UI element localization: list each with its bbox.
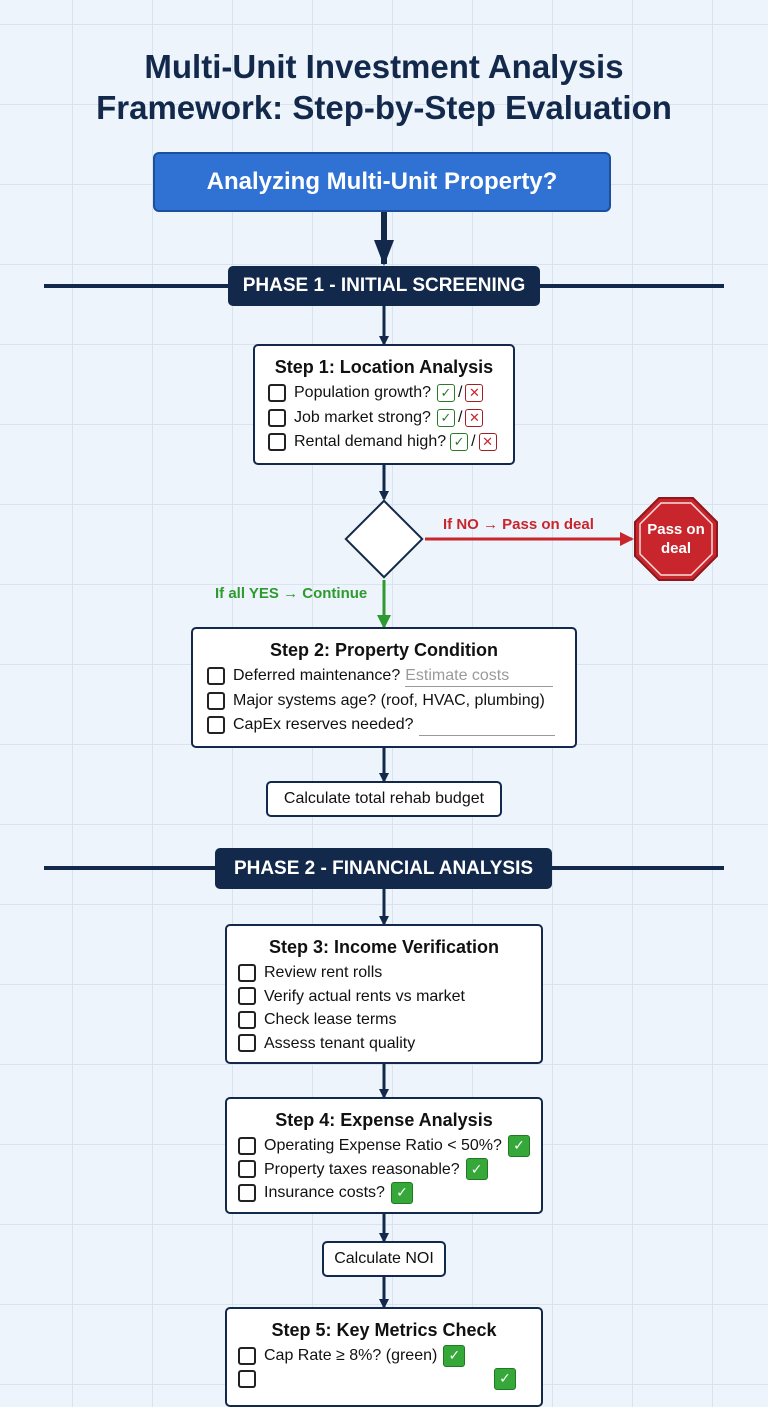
pass-on-deal-node: Pass on deal: [635, 498, 717, 580]
step2-item-label: Major systems age? (roof, HVAC, plumbing…: [233, 691, 545, 709]
checkbox[interactable]: [238, 1160, 256, 1179]
checkbox[interactable]: [238, 1369, 256, 1388]
page-title: Multi-Unit Investment Analysis Framework…: [0, 46, 768, 128]
checkbox[interactable]: [268, 408, 286, 427]
step4-item-label: Operating Expense Ratio < 50%?: [264, 1137, 502, 1154]
calc-rehab-node: Calculate total rehab budget: [266, 781, 502, 817]
step3-item: Assess tenant quality: [238, 1032, 541, 1056]
step4-item: Operating Expense Ratio < 50%? ✓: [238, 1134, 541, 1158]
capex-field[interactable]: [418, 715, 555, 736]
checkbox[interactable]: [238, 987, 256, 1006]
yes-branch-label: If all YES → Continue: [215, 585, 368, 602]
checkbox[interactable]: [238, 1034, 256, 1053]
x-icon: ✕: [465, 408, 484, 427]
phase1-label: PHASE 1 - INITIAL SCREENING: [228, 266, 540, 306]
step4-item-label: Property taxes reasonable?: [264, 1160, 460, 1178]
step4-title: Step 4: Expense Analysis: [275, 1110, 493, 1130]
step1-item: Job market strong? ✓/✕: [268, 406, 513, 431]
checkbox[interactable]: [238, 1010, 256, 1029]
stop-sign-icon: [634, 497, 718, 581]
step3-title: Step 3: Income Verification: [268, 937, 500, 957]
step5-item-partial: ✓: [238, 1367, 541, 1390]
checkbox[interactable]: [238, 1136, 256, 1155]
checkbox[interactable]: [268, 433, 286, 452]
step1-item-label: Population growth?: [294, 384, 431, 401]
step5-title: Step 5: Key Metrics Check: [271, 1320, 497, 1340]
title-line-1: Multi-Unit Investment Analysis: [144, 48, 624, 85]
slash-separator: /: [457, 408, 463, 426]
slash-separator: /: [471, 433, 476, 450]
step2-item: Deferred maintenance? Estimate costs: [207, 664, 575, 689]
step3-item-label: Assess tenant quality: [264, 1034, 416, 1052]
step1-item-label: Job market strong?: [294, 408, 431, 426]
checkbox[interactable]: [238, 1183, 256, 1202]
check-icon: ✓: [436, 384, 455, 403]
green-check-icon: ✓: [465, 1158, 488, 1181]
checkbox[interactable]: [268, 384, 286, 403]
step1-item: Rental demand high? ✓/✕: [268, 430, 513, 455]
step4-item: Property taxes reasonable? ✓: [238, 1158, 541, 1182]
step3-box: Step 3: Income Verification Review rent …: [225, 924, 543, 1064]
step2-item: CapEx reserves needed?: [207, 713, 575, 738]
step3-item: Review rent rolls: [238, 961, 541, 985]
step4-item: Insurance costs? ✓: [238, 1181, 541, 1205]
step3-item: Check lease terms: [238, 1008, 541, 1032]
x-icon: ✕: [465, 384, 484, 403]
step3-item-label: Review rent rolls: [264, 964, 383, 981]
title-line-2: Framework: Step-by-Step Evaluation: [96, 89, 672, 126]
stop-text-line-1: Pass on: [647, 521, 705, 538]
step4-item-label: Insurance costs?: [264, 1184, 385, 1201]
flow-connectors: [44, 212, 724, 1309]
green-check-icon: ✓: [390, 1181, 413, 1204]
step1-item-label: Rental demand high?: [294, 433, 447, 450]
step1-box: Step 1: Location Analysis Population gro…: [253, 344, 515, 465]
step5-item: Cap Rate ≥ 8%? (green) ✓: [238, 1344, 541, 1368]
step3-item-label: Verify actual rents vs market: [264, 987, 465, 1005]
checkbox[interactable]: [238, 1346, 256, 1365]
x-icon: ✕: [478, 433, 497, 452]
checkbox[interactable]: [207, 716, 225, 735]
step1-item: Population growth? ✓/✕: [268, 381, 513, 406]
phase2-label: PHASE 2 - FINANCIAL ANALYSIS: [215, 848, 552, 889]
calc-noi-node: Calculate NOI: [322, 1241, 446, 1277]
step2-title: Step 2: Property Condition: [269, 640, 498, 660]
step2-item-label: CapEx reserves needed?: [233, 716, 414, 733]
checkbox[interactable]: [238, 963, 256, 982]
slash-separator: /: [457, 384, 463, 401]
checkbox[interactable]: [207, 691, 225, 710]
step2-box: Step 2: Property Condition Deferred main…: [191, 627, 577, 748]
step3-item-label: Check lease terms: [264, 1011, 397, 1028]
check-icon: ✓: [436, 408, 455, 427]
start-node: Analyzing Multi-Unit Property?: [153, 152, 611, 212]
checkbox[interactable]: [207, 667, 225, 686]
check-icon: ✓: [450, 433, 469, 452]
step1-title: Step 1: Location Analysis: [274, 357, 494, 377]
stop-text-line-2: deal: [660, 540, 691, 557]
green-check-icon: ✓: [494, 1367, 516, 1390]
step3-item: Verify actual rents vs market: [238, 985, 541, 1009]
green-check-icon: ✓: [443, 1344, 466, 1367]
step5-box: Step 5: Key Metrics Check Cap Rate ≥ 8%?…: [225, 1307, 543, 1407]
no-branch-label: If NO → Pass on deal: [443, 516, 594, 533]
step5-item-label: Cap Rate ≥ 8%? (green): [264, 1347, 438, 1364]
estimate-costs-field[interactable]: Estimate costs: [405, 666, 554, 687]
step2-item: Major systems age? (roof, HVAC, plumbing…: [207, 689, 575, 714]
green-check-icon: ✓: [507, 1134, 530, 1157]
step2-item-label: Deferred maintenance?: [233, 667, 401, 684]
step4-box: Step 4: Expense Analysis Operating Expen…: [225, 1097, 543, 1214]
